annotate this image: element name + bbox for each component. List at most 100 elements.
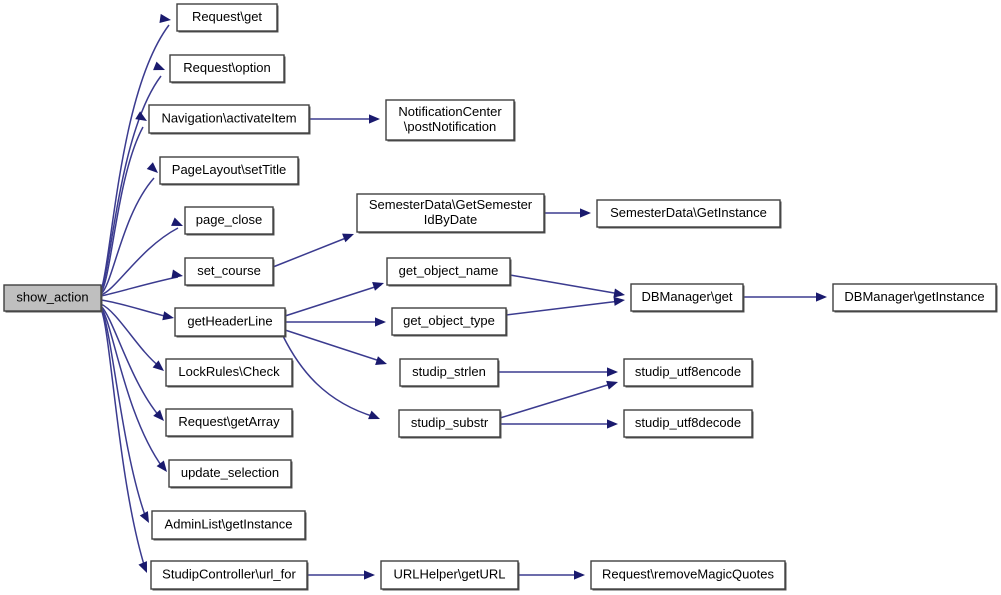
arrowhead-icon — [146, 162, 158, 173]
graph-node-pagelayout_settitle[interactable]: PageLayout\setTitle — [159, 156, 300, 186]
node-box[interactable] — [385, 99, 515, 141]
graph-node-show_action[interactable]: show_action — [3, 284, 103, 313]
node-box[interactable] — [399, 358, 499, 387]
node-box[interactable] — [169, 54, 285, 83]
node-label: SemesterData\GetInstance — [610, 205, 767, 220]
node-label: Navigation\activateItem — [161, 110, 296, 125]
edge-show_action-to-lockrules_check — [100, 303, 164, 371]
node-box[interactable] — [151, 510, 306, 540]
graph-node-request_removemagicquotes[interactable]: Request\removeMagicQuotes — [590, 560, 787, 591]
node-label: getHeaderLine — [187, 313, 272, 328]
node-box[interactable] — [148, 104, 310, 134]
node-label: get_object_name — [399, 263, 499, 278]
graph-node-request_option[interactable]: Request\option — [169, 54, 286, 84]
arrowhead-icon — [135, 111, 147, 121]
graph-node-request_get[interactable]: Request\get — [176, 3, 279, 33]
node-box[interactable] — [184, 206, 274, 235]
graph-node-navigation_activateitem[interactable]: Navigation\activateItem — [148, 104, 311, 135]
arrowhead-icon — [159, 13, 171, 24]
node-label: page_close — [196, 212, 263, 227]
edge-layer — [100, 13, 827, 580]
edge-show_action-to-adminlist_getinstance — [100, 307, 149, 523]
node-label: Request\removeMagicQuotes — [602, 566, 774, 581]
node-box[interactable] — [356, 193, 545, 233]
node-box[interactable] — [630, 283, 744, 312]
node-box[interactable] — [386, 257, 511, 286]
node-label: SemesterData\GetSemester — [369, 197, 533, 212]
edge-semesterdata_getsemesteridbydate-to-semesterdata_getinstance — [544, 208, 591, 218]
node-label: StudipController\url_for — [162, 566, 296, 581]
graph-node-adminlist_getinstance[interactable]: AdminList\getInstance — [151, 510, 307, 541]
node-box[interactable] — [165, 408, 293, 437]
graph-node-studip_utf8encode[interactable]: studip_utf8encode — [623, 358, 754, 388]
graph-node-dbmanager_get[interactable]: DBManager\get — [630, 283, 745, 313]
node-box[interactable] — [596, 199, 781, 228]
graph-node-studipcontroller_url_for[interactable]: StudipController\url_for — [150, 560, 309, 591]
edge-getheaderline-to-studip_strlen — [284, 329, 387, 365]
arrowhead-icon — [162, 311, 174, 321]
edge-line — [100, 305, 161, 418]
arrowhead-icon — [153, 409, 164, 421]
node-box[interactable] — [3, 284, 102, 312]
graph-node-update_selection[interactable]: update_selection — [168, 459, 293, 489]
edge-dbmanager_get-to-dbmanager_getinstance — [743, 292, 827, 302]
arrowhead-icon — [364, 570, 375, 580]
node-box[interactable] — [168, 459, 292, 488]
node-box[interactable] — [832, 283, 997, 312]
edge-navigation_activateitem-to-notificationcenter_postnotification — [309, 114, 380, 124]
graph-node-get_object_type[interactable]: get_object_type — [391, 307, 508, 337]
node-box[interactable] — [150, 560, 308, 590]
node-box[interactable] — [165, 358, 293, 387]
edge-get_object_type-to-dbmanager_get — [505, 296, 625, 316]
edge-urlhelper_geturl-to-request_removemagicquotes — [518, 570, 585, 580]
node-label: NotificationCenter — [398, 104, 502, 119]
node-label: Request\get — [192, 9, 262, 24]
graph-node-getheaderline[interactable]: getHeaderLine — [174, 307, 287, 338]
node-label: DBManager\getInstance — [844, 289, 984, 304]
arrowhead-icon — [372, 282, 384, 291]
arrowhead-icon — [375, 356, 387, 365]
edge-line — [509, 274, 621, 295]
edge-getheaderline-to-get_object_type — [285, 317, 386, 327]
graph-node-semesterdata_getinstance[interactable]: SemesterData\GetInstance — [596, 199, 782, 229]
edge-line — [505, 300, 621, 316]
node-box[interactable] — [174, 307, 286, 337]
edge-studipcontroller_url_for-to-urlhelper_geturl — [307, 570, 375, 580]
node-box[interactable] — [398, 409, 501, 438]
graph-node-dbmanager_getinstance[interactable]: DBManager\getInstance — [832, 283, 998, 313]
node-box[interactable] — [176, 3, 278, 32]
graph-node-set_course[interactable]: set_course — [184, 257, 275, 287]
edge-studip_strlen-to-studip_utf8encode — [498, 367, 618, 377]
node-label: LockRules\Check — [178, 364, 280, 379]
node-box[interactable] — [380, 560, 519, 590]
graph-node-notificationcenter_postnotification[interactable]: NotificationCenter\postNotification — [385, 99, 516, 142]
edge-show_action-to-navigation_activateitem — [100, 111, 147, 294]
graph-node-studip_substr[interactable]: studip_substr — [398, 409, 502, 439]
node-box[interactable] — [623, 358, 753, 387]
edge-line — [499, 382, 615, 419]
edge-line — [284, 284, 382, 317]
edge-show_action-to-update_selection — [100, 306, 167, 472]
edge-line — [100, 306, 164, 469]
graph-node-get_object_name[interactable]: get_object_name — [386, 257, 512, 287]
arrowhead-icon — [139, 511, 149, 523]
graph-node-urlhelper_geturl[interactable]: URLHelper\getURL — [380, 560, 520, 591]
arrowhead-icon — [171, 269, 183, 279]
node-box[interactable] — [184, 257, 274, 286]
graph-node-request_getarray[interactable]: Request\getArray — [165, 408, 294, 438]
node-label: get_object_type — [403, 313, 495, 328]
node-box[interactable] — [391, 307, 507, 336]
node-box[interactable] — [590, 560, 786, 590]
edge-line — [100, 307, 147, 519]
edge-line — [100, 308, 146, 569]
node-label: PageLayout\setTitle — [172, 162, 286, 177]
node-box[interactable] — [623, 409, 753, 438]
node-box[interactable] — [159, 156, 299, 185]
edge-line — [100, 227, 179, 296]
graph-node-studip_strlen[interactable]: studip_strlen — [399, 358, 500, 388]
graph-node-studip_utf8decode[interactable]: studip_utf8decode — [623, 409, 754, 439]
graph-node-page_close[interactable]: page_close — [184, 206, 275, 236]
graph-node-lockrules_check[interactable]: LockRules\Check — [165, 358, 294, 388]
arrowhead-icon — [156, 460, 167, 472]
